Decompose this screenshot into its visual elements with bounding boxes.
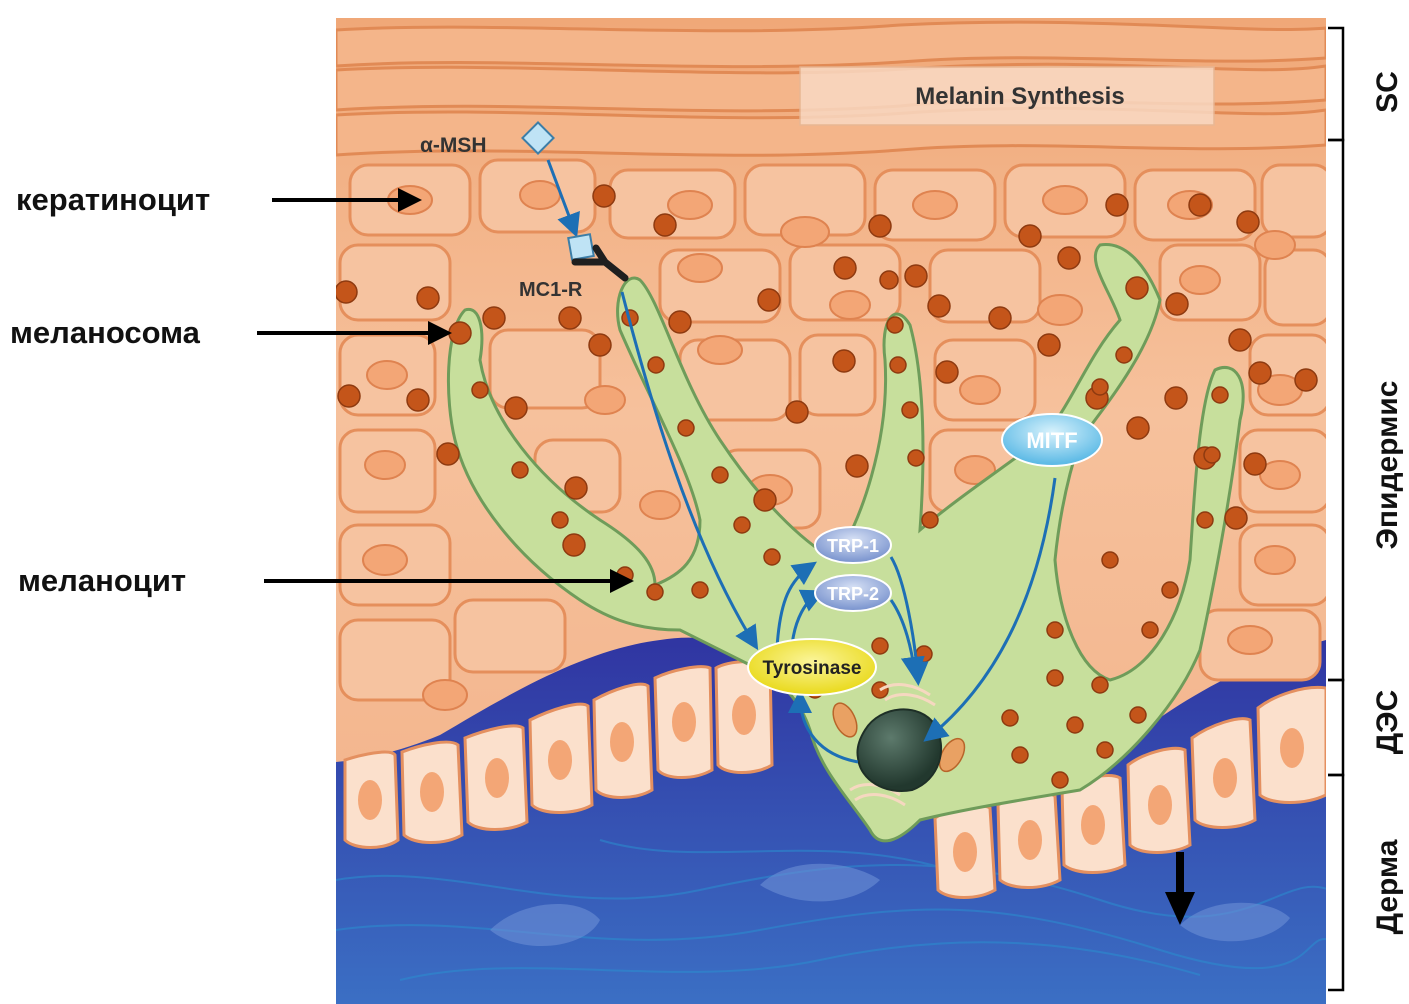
layer-brackets xyxy=(1328,28,1343,990)
bound-ligand xyxy=(568,234,593,259)
mc1r-label: MC1-R xyxy=(519,279,583,301)
trp1-label: TRP-1 xyxy=(827,536,879,556)
trp2-label: TRP-2 xyxy=(827,584,879,604)
tyrosinase-label: Tyrosinase xyxy=(763,658,862,679)
alpha-msh-label: α-MSH xyxy=(420,134,487,157)
banner-title: Melanin Synthesis xyxy=(915,83,1124,110)
mitf-label: MITF xyxy=(1026,428,1077,453)
